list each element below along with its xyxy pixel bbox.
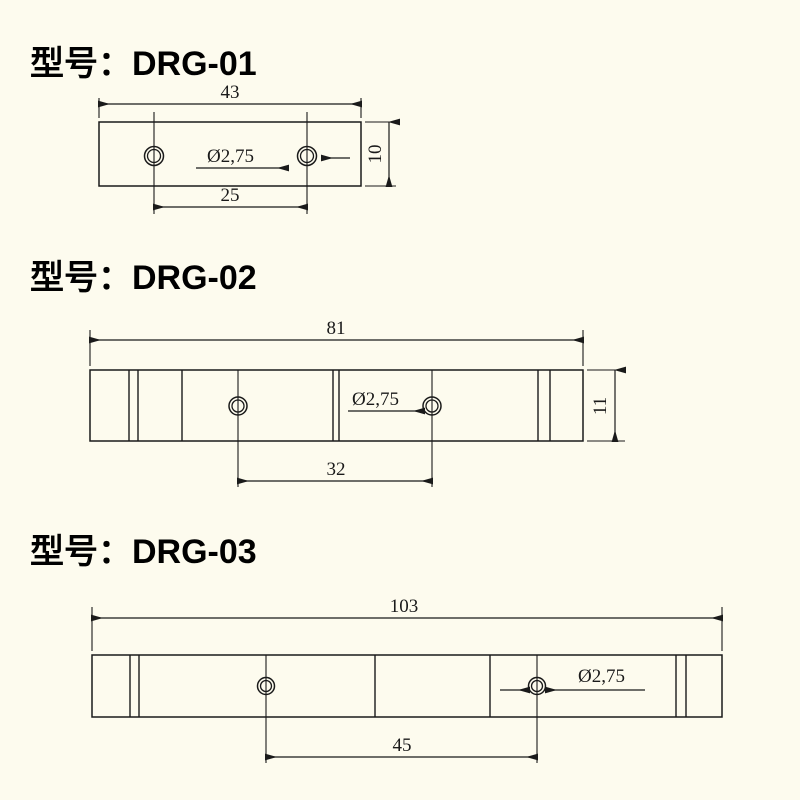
hole-left-outer-circle	[143, 145, 165, 167]
hole-left-outer-circle	[228, 396, 248, 416]
dim-label-length-103: 103	[390, 596, 419, 617]
plate-outline-drg-02	[89, 369, 584, 442]
hole-left-inner-circle	[146, 148, 162, 164]
dim-label-length-43: 43	[221, 82, 240, 103]
dim-label-spacing-25: 25	[221, 185, 240, 206]
plate-outline-drg-03	[91, 654, 723, 718]
drawing-drg-01: 43 Ø2,75 10 25	[98, 82, 400, 214]
dim-label-height-11: 11	[590, 397, 611, 415]
hole-right-outer-circle	[527, 676, 547, 696]
drawing-drg-02: 81 Ø2,75 11	[89, 318, 626, 487]
hole-right-inner-circle	[530, 679, 544, 693]
dim-label-spacing-32: 32	[327, 459, 346, 480]
hole-right-inner-circle	[299, 148, 315, 164]
diameter-label-drg-02: Ø2,75	[352, 389, 399, 410]
dim-label-length-81: 81	[327, 318, 346, 339]
diameter-label-drg-01: Ø2,75	[207, 146, 254, 167]
hole-right-outer-circle	[422, 396, 442, 416]
hole-right-outer-circle	[296, 145, 318, 167]
hole-left-inner-circle	[231, 399, 245, 413]
diameter-label-drg-03: Ø2,75	[578, 666, 625, 687]
hole-left-inner-circle	[259, 679, 273, 693]
plate-outline-drg-01	[98, 121, 362, 187]
drawing-title-drg-01: 型号：DRG-01	[30, 45, 257, 83]
drawing-drg-03: 103 Ø2,75 45	[91, 596, 723, 763]
hole-right-inner-circle	[425, 399, 439, 413]
drawing-title-drg-03: 型号：DRG-03	[30, 533, 257, 571]
dim-label-height-10: 10	[365, 145, 386, 164]
dim-label-spacing-45: 45	[393, 735, 412, 756]
hole-left-outer-circle	[256, 676, 276, 696]
drawing-title-drg-02: 型号：DRG-02	[30, 259, 257, 297]
